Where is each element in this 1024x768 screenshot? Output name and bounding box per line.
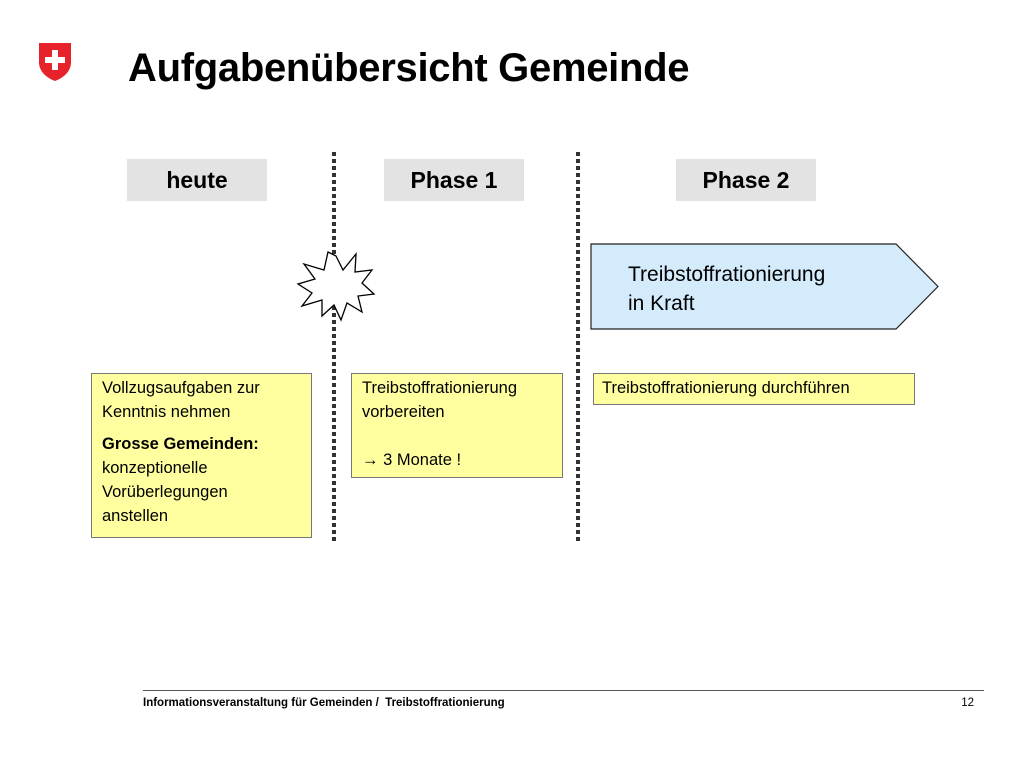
- note-heute: Vollzugsaufgaben zur Kenntnis nehmen Gro…: [91, 373, 312, 538]
- phase-arrow-shape: [590, 243, 939, 330]
- note-heute-line1: Vollzugsaufgaben zur: [102, 379, 260, 397]
- page-title: Aufgabenübersicht Gemeinde: [128, 46, 690, 90]
- note-heute-line5: anstellen: [102, 507, 169, 525]
- note-heute-line3: konzeptionelle: [102, 459, 208, 477]
- phase-label-phase2: Phase 2: [676, 159, 816, 201]
- footer-text: Informationsveranstaltung für Gemeinden …: [143, 697, 505, 709]
- footer-divider: [143, 690, 984, 691]
- swiss-cross-shield-icon: [39, 43, 71, 81]
- note-phase1-duration: → 3 Monate !: [362, 448, 556, 472]
- arrow-text-line2: in Kraft: [628, 292, 695, 315]
- phase-divider-2: [576, 152, 580, 544]
- note-heute-line4: Vorüberlegungen: [102, 483, 228, 501]
- arrow-text: Treibstoffrationierung in Kraft: [628, 260, 825, 318]
- note-heute-line2: Kenntnis nehmen: [102, 403, 231, 421]
- explosion-starburst-icon: [296, 251, 376, 322]
- arrow-text-line1: Treibstoffrationierung: [628, 263, 826, 286]
- note-phase1: Treibstoffrationierung vorbereiten → 3 M…: [351, 373, 563, 478]
- note-phase2-line1: Treibstoffrationierung durchführen: [602, 379, 850, 397]
- phase-label-heute: heute: [127, 159, 267, 201]
- right-arrow-icon: →: [362, 451, 379, 469]
- note-phase1-line1: Treibstoffrationierung: [362, 379, 518, 397]
- phase-label-phase1: Phase 1: [384, 159, 524, 201]
- note-phase1-line2: vorbereiten: [362, 403, 445, 421]
- note-phase2: Treibstoffrationierung durchführen: [593, 373, 915, 405]
- phase-divider-1: [332, 152, 336, 544]
- page-number: 12: [961, 697, 974, 709]
- note-phase1-duration-text: 3 Monate !: [378, 451, 462, 469]
- note-heute-bold-label: Grosse Gemeinden:: [102, 435, 259, 453]
